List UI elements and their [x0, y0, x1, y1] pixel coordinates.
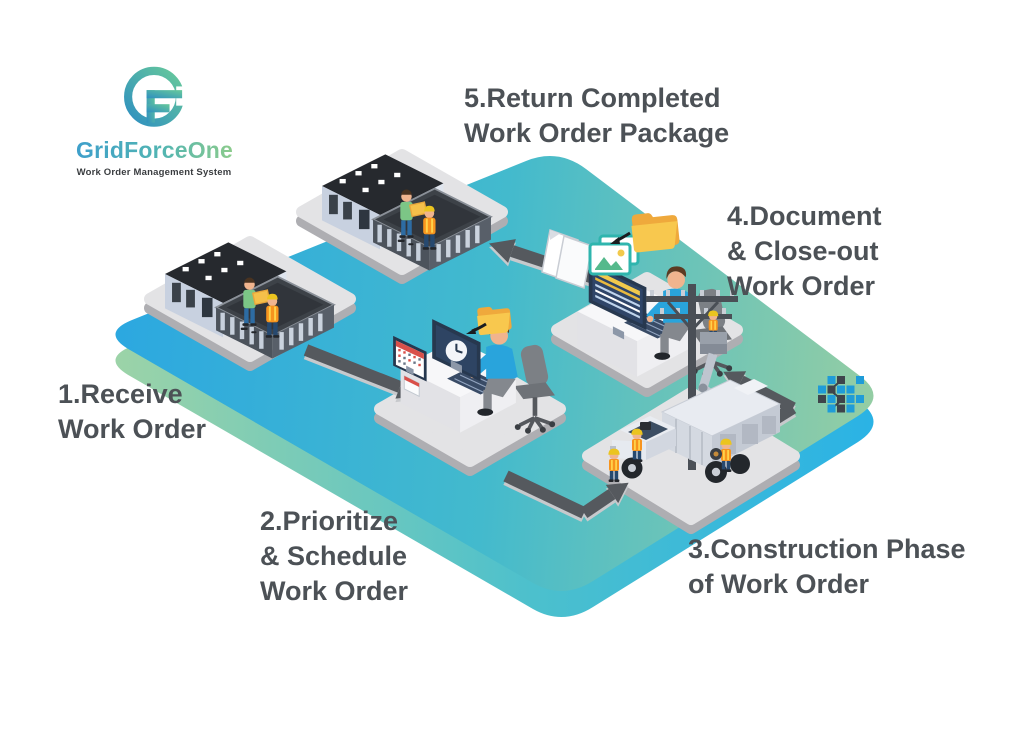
step-label-line: Work Order: [58, 414, 207, 444]
step-label-3: 3.Construction Phase of Work Order: [688, 532, 966, 602]
step-label-line: Work Order: [727, 271, 876, 301]
step-label-line: 2.Prioritize: [260, 506, 399, 536]
monitor-clock: [432, 319, 481, 382]
floating-items: [466, 213, 680, 336]
photo-icon: [588, 234, 640, 276]
step-label-1: 1.Receive Work Order: [58, 377, 206, 447]
brand-tagline: Work Order Management System: [76, 167, 232, 178]
step-label-line: of Work Order: [688, 569, 870, 599]
document-icon: [541, 228, 593, 290]
step-label-line: Work Order Package: [464, 118, 730, 148]
logo-mark-icon: [124, 66, 191, 127]
folder-icon: [631, 213, 680, 253]
scene-construction: [608, 379, 782, 483]
pixel-grid-icon: [818, 376, 864, 413]
step-label-line: 1.Receive: [58, 379, 183, 409]
step-label-line: 4.Document: [727, 201, 882, 231]
scene-prioritize-schedule: [393, 319, 558, 436]
step-label-line: 5.Return Completed: [464, 83, 721, 113]
step-label-line: & Schedule: [260, 541, 408, 571]
transfer-arrow-icon: [466, 322, 487, 334]
step-label-5: 5.Return Completed Work Order Package: [464, 81, 729, 151]
transfer-arrow-icon: [610, 231, 631, 244]
scene-document-closeout: [575, 259, 735, 380]
folder-icon: [477, 306, 512, 336]
desk-calendar: [403, 375, 420, 398]
brand-logo: GridForceOne Work Order Management Syste…: [76, 62, 234, 178]
brand-name: GridForceOne: [76, 137, 234, 163]
step-label-line: & Close-out: [727, 236, 879, 266]
monitor-calendar: [393, 335, 427, 382]
monitor-spreadsheet: [588, 259, 647, 340]
step-label-line: Work Order: [260, 576, 409, 606]
step-label-2: 2.Prioritize & Schedule Work Order: [260, 504, 408, 609]
step-label-line: 3.Construction Phase: [688, 534, 966, 564]
step-label-4: 4.Document & Close-out Work Order: [727, 199, 882, 304]
